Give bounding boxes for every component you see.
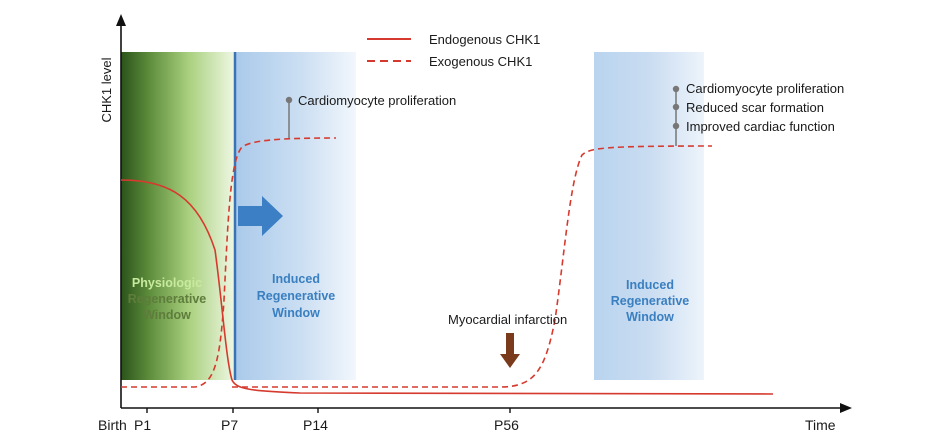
physiologic-window-line-1: Physiologic <box>132 276 202 290</box>
tick-label-p7: P7 <box>221 417 238 433</box>
physiologic-window-region <box>121 52 234 380</box>
y-axis-arrowhead <box>116 14 126 26</box>
induced-window-label-2: Induced Regenerative Window <box>611 278 690 324</box>
late-annotation-label-2: Reduced scar formation <box>686 100 824 115</box>
late-annotation-dot-3 <box>672 122 680 130</box>
infarction-label: Myocardial infarction <box>448 312 567 327</box>
tick-label-birth: Birth <box>98 417 127 433</box>
induced-window-1-line-2: Regenerative <box>257 289 336 303</box>
infarction-arrow-shaft <box>506 333 514 355</box>
early-annotation-label: Cardiomyocyte proliferation <box>298 93 456 108</box>
y-axis-label: CHK1 level <box>99 57 114 122</box>
induced-window-2-line-1: Induced <box>626 278 674 292</box>
early-annotation-dot <box>285 96 293 104</box>
legend-endogenous-label: Endogenous CHK1 <box>429 32 540 47</box>
exogenous-chk1-curve <box>121 137 337 388</box>
induced-window-2-line-2: Regenerative <box>611 294 690 308</box>
induced-window-region-2 <box>594 52 704 380</box>
physiologic-window-label: Physiologic Regenerative Window <box>128 276 207 322</box>
tick-label-p56: P56 <box>494 417 519 433</box>
induced-window-label-1: Induced Regenerative Window <box>257 272 336 320</box>
exogenous-chk1-curve-late <box>232 145 713 388</box>
tick-label-p1: P1 <box>134 417 151 433</box>
physiologic-window-line-2: Regenerative <box>128 292 207 306</box>
progression-arrow-icon <box>238 196 283 236</box>
induced-window-1-line-1: Induced <box>272 272 320 286</box>
endogenous-chk1-curve <box>120 179 774 395</box>
x-axis-arrowhead <box>840 403 852 413</box>
late-annotation-label-3: Improved cardiac function <box>686 119 835 134</box>
legend-exogenous-label: Exogenous CHK1 <box>429 54 532 69</box>
induced-window-2-line-3: Window <box>626 310 674 324</box>
tick-label-p14: P14 <box>303 417 328 433</box>
physiologic-window-line-3: Window <box>143 308 191 322</box>
late-annotation-dot-1 <box>672 85 680 93</box>
induced-window-1-line-3: Window <box>272 306 320 320</box>
late-annotation-dot-2 <box>672 103 680 111</box>
infarction-arrow-icon <box>500 354 520 368</box>
x-axis-label: Time <box>805 417 836 433</box>
late-annotation-label-1: Cardiomyocyte proliferation <box>686 81 844 96</box>
